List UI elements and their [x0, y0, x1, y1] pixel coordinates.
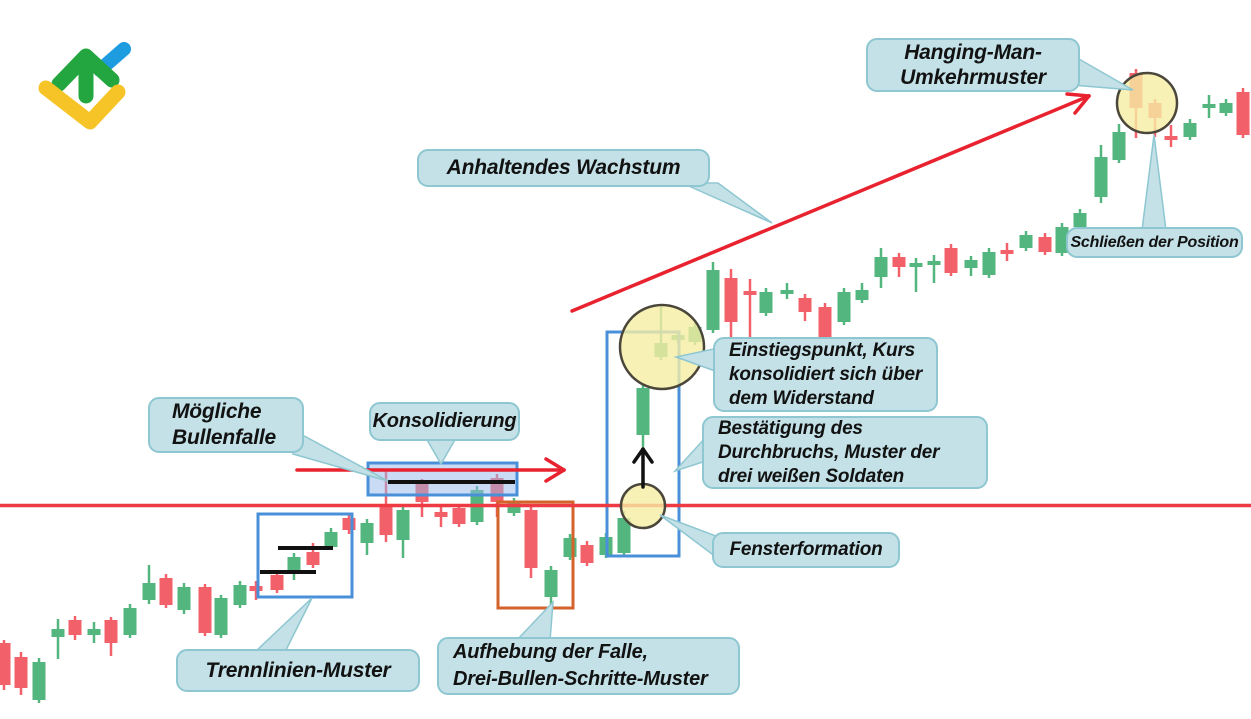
hanging-man-circle: [1115, 71, 1179, 135]
callout-line: Drei-Bullen-Schritte-Muster: [453, 668, 708, 690]
callout-line: Aufhebung der Falle,: [453, 641, 648, 663]
callout-line: Durchbruchs, Muster der: [718, 441, 940, 463]
callout-tail-close-position: [1141, 134, 1167, 231]
callout-konsolidierung: Konsolidierung: [369, 402, 520, 441]
liteforex-logo: [38, 42, 131, 130]
callout-anhaltendes-wachstum: Anhaltendes Wachstum: [417, 149, 710, 187]
callout-tail-separating-lines: [253, 597, 313, 653]
callout-line: Mögliche: [172, 400, 262, 423]
callout-line: Einstiegspunkt, Kurs: [729, 339, 916, 361]
callout-aufhebung-der-falle: Aufhebung der Falle, Drei-Bullen-Schritt…: [437, 637, 740, 695]
callout-fensterformation: Fensterformation: [712, 532, 900, 568]
callout-line: Trennlinien-Muster: [205, 658, 391, 682]
callout-schliessen-der-position: Schließen der Position: [1066, 227, 1243, 258]
callout-tail-continued-growth: [681, 182, 773, 224]
callout-line: dem Widerstand: [729, 387, 874, 409]
trennlinien-box: [256, 512, 354, 599]
consolidation-box: [366, 461, 519, 497]
entry-point-circle: [618, 303, 706, 391]
callout-hanging-man-umkehrmuster: Hanging-Man- Umkehrmuster: [866, 38, 1080, 92]
callout-tail-window-formation: [659, 514, 717, 559]
callout-line: Hanging-Man-: [904, 41, 1042, 64]
callout-tail-consolidation: [424, 437, 458, 466]
flat-resistance-arrow: [295, 457, 566, 483]
callout-moegliche-bullenfalle: Mögliche Bullenfalle: [148, 397, 304, 453]
callout-bestaetigung-durchbruch: Bestätigung des Durchbruchs, Muster der …: [702, 416, 988, 489]
trap-release-box: [496, 500, 575, 610]
callout-einstiegspunkt: Einstiegspunkt, Kurs konsolidiert sich ü…: [713, 337, 938, 412]
breakout-up-arrow: [632, 447, 654, 489]
callout-trennlinien-muster: Trennlinien-Muster: [176, 649, 420, 692]
callout-line: Schließen der Position: [1070, 234, 1239, 251]
callout-line: Fensterformation: [729, 539, 883, 560]
callout-line: konsolidiert sich über: [729, 363, 923, 385]
callout-line: Bestätigung des: [718, 417, 863, 439]
callout-line: drei weißen Soldaten: [718, 465, 905, 487]
callout-line: Anhaltendes Wachstum: [446, 156, 681, 179]
callout-line: Umkehrmuster: [900, 66, 1046, 89]
uptrend-arrow: [570, 92, 1091, 313]
callout-line: Konsolidierung: [372, 410, 517, 432]
window-gap-circle: [619, 482, 667, 530]
callout-tail-hanging-man: [1071, 53, 1134, 91]
callout-line: Bullenfalle: [172, 426, 276, 449]
